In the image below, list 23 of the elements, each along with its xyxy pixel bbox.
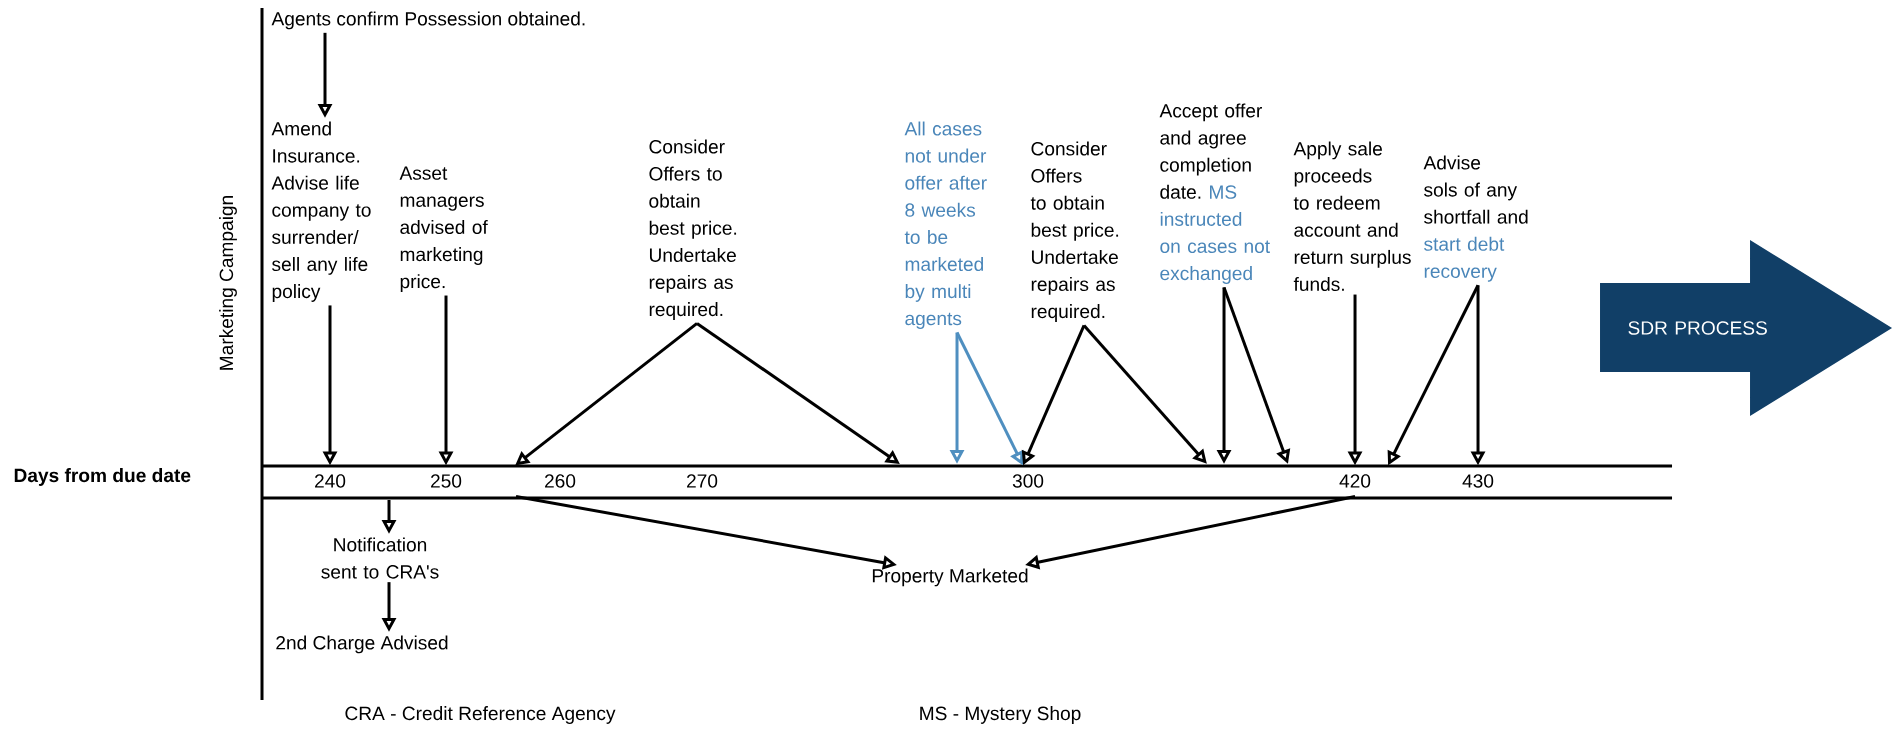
- step-text: Accept offer and agree completion date. MS instructed on cases not exchanged: [1159, 103, 1270, 284]
- step-text: Agents confirm Possession obtained.: [271, 11, 585, 30]
- step-text: Notification sent to CRA's: [321, 537, 439, 579]
- note: CRA - Credit Reference Agency: [345, 706, 616, 724]
- step-text: All cases not under offer after 8 weeks to be marketed by multi agents: [904, 121, 987, 330]
- step-text: Asset managers advised of marketing price.: [399, 166, 488, 293]
- step-text: Advise sols of any shortfall and start debt recovery: [1423, 155, 1528, 282]
- tick-label: 430: [1462, 474, 1494, 488]
- tick-label: 260: [545, 474, 576, 488]
- step-text: Apply sale proceeds to redeem account and return surplus funds.: [1293, 141, 1411, 292]
- tick-label: 250: [431, 474, 462, 488]
- step-text: Consider Offers to obtain best price. Undertake repairs as required.: [649, 139, 737, 320]
- tick-label: 300: [1012, 474, 1044, 488]
- tick-label: 240: [315, 474, 346, 488]
- tick-label: 270: [687, 474, 718, 488]
- note: MS - Mystery Shop: [920, 706, 1081, 724]
- step-text: 2nd Charge Advised: [276, 635, 448, 654]
- step-text: Property Marketed: [872, 568, 1028, 587]
- step-text: Amend Insurance. Advise life company to surrender/ sell any life policy: [271, 121, 371, 302]
- axis-label: Days from due date: [14, 468, 191, 486]
- tick-label: 420: [1339, 474, 1371, 488]
- step-text: Consider Offers to obtain best price. Undertake repairs as required.: [1030, 141, 1119, 322]
- axis-label: Marketing Campaign: [219, 196, 237, 370]
